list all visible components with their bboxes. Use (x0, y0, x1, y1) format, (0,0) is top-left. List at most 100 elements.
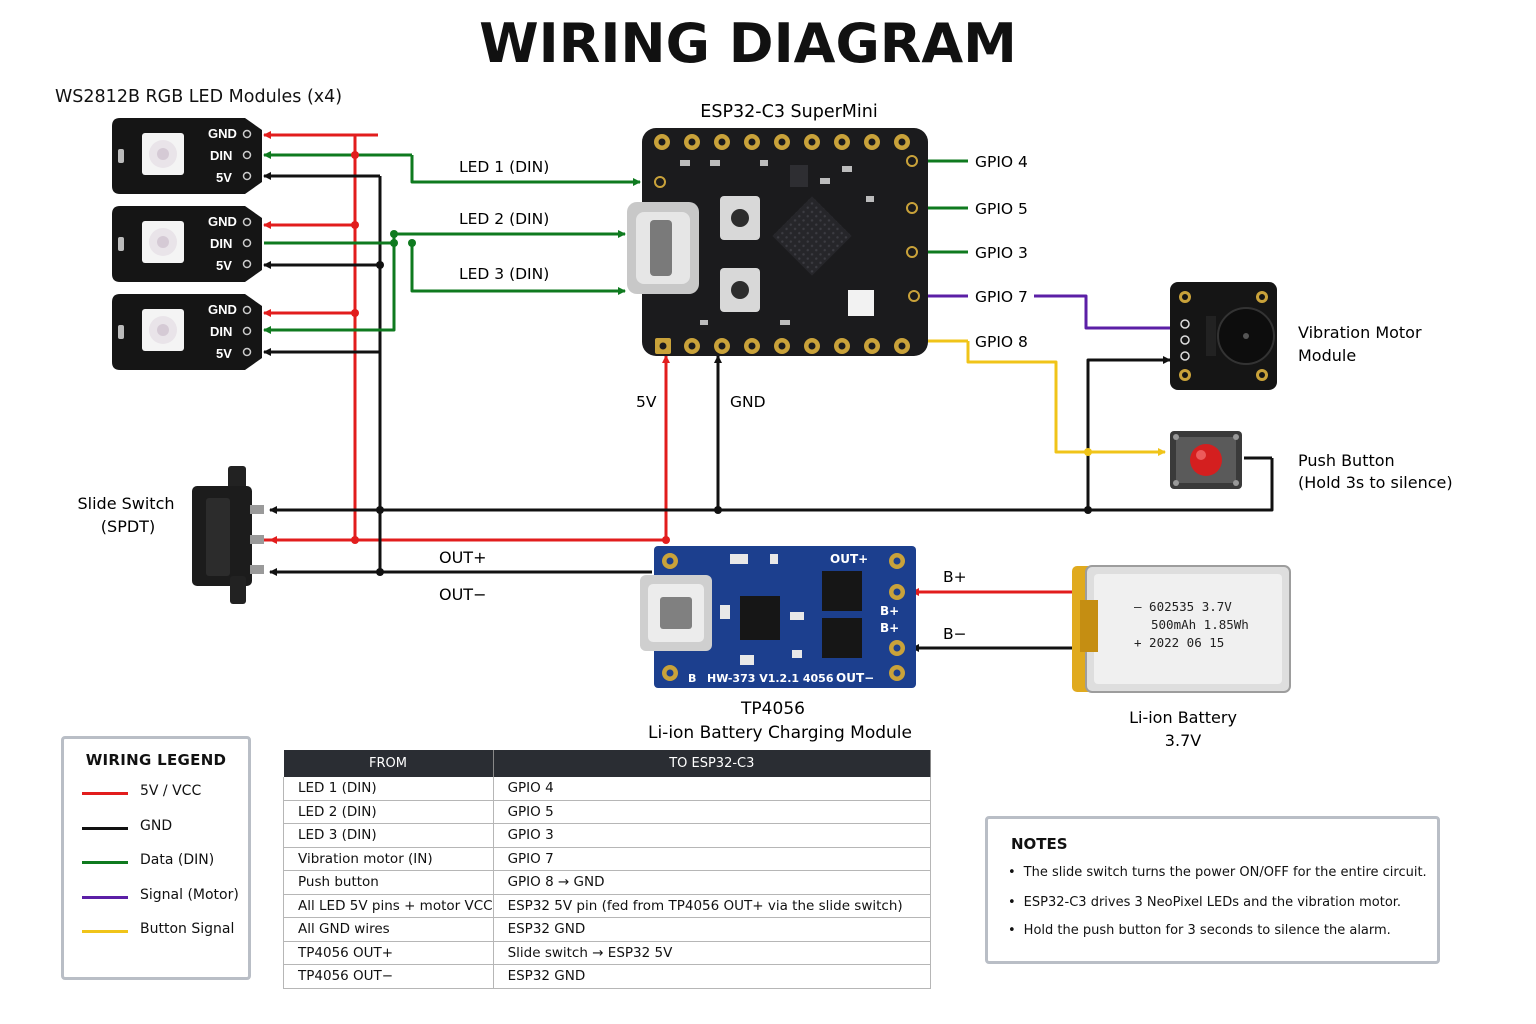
table-cell-to: ESP32 GND (492, 917, 932, 942)
led-pin-din: DIN (210, 324, 232, 339)
battery-print-1: – 602535 3.7V (1134, 599, 1232, 614)
gpio7-label: GPIO 7 (975, 288, 1028, 306)
table-cell-to: ESP32 5V pin (fed from TP4056 OUT+ via t… (492, 894, 932, 918)
led-module-1: GND DIN 5V (112, 118, 262, 194)
table-cell-from: Vibration motor (IN) (283, 847, 494, 871)
junction-dot (376, 568, 384, 576)
esp32-gnd-label: GND (730, 393, 766, 411)
page-title: WIRING DIAGRAM (479, 12, 1017, 75)
tp4056-silk-out-plus: OUT+ (830, 552, 868, 566)
table-cell-from: All LED 5V pins + motor VCC (283, 894, 494, 918)
tp4056-silk-model: HW-373 V1.2.1 4056 (707, 672, 834, 685)
gpio5-label: GPIO 5 (975, 200, 1028, 218)
tp4056-label-1: TP4056 (740, 699, 805, 719)
tp4056-ic (740, 596, 780, 640)
junction-dot (376, 506, 384, 514)
table-cell-from: LED 3 (DIN) (283, 823, 494, 848)
esp32-board (627, 128, 928, 356)
table-cell-to: GPIO 3 (492, 823, 932, 848)
led-pin-5v: 5V (216, 258, 232, 273)
led-group-label: WS2812B RGB LED Modules (x4) (55, 87, 342, 107)
table-row: TP4056 OUT−ESP32 GND (283, 964, 932, 989)
legend-title: WIRING LEGEND (85, 751, 227, 769)
legend-label: Data (DIN) (140, 852, 215, 868)
junction-dot (1084, 448, 1092, 456)
junction-dot (662, 536, 670, 544)
table-row: LED 1 (DIN)GPIO 4 (283, 777, 932, 801)
tp4056-silk-b-plus-2: B+ (880, 621, 899, 635)
junction-dot (1084, 506, 1092, 514)
led-pin-din: DIN (210, 236, 232, 251)
table-cell-to: Slide switch → ESP32 5V (492, 941, 932, 965)
push-button-cap (1190, 444, 1222, 476)
wire-led1-din (410, 155, 641, 186)
esp32-led (848, 290, 874, 316)
legend-swatch (82, 896, 128, 899)
wire-led3-din (410, 243, 626, 295)
tp4056-ic-3 (822, 618, 862, 658)
legend-label: Signal (Motor) (140, 887, 239, 903)
legend-swatch (82, 827, 128, 830)
junctions (351, 151, 1092, 576)
switch-label-2: (SPDT) (101, 517, 155, 536)
wiring-legend: WIRING LEGEND 5V / VCC GND Data (DIN) Signa… (61, 736, 251, 980)
battery-print-2: 500mAh 1.85Wh (1151, 617, 1249, 632)
note-item: The slide switch turns the power ON/OFF … (1008, 865, 1427, 880)
table-row: LED 2 (DIN)GPIO 5 (283, 800, 932, 824)
junction-dot (408, 239, 416, 247)
vibration-label-1: Vibration Motor (1298, 323, 1422, 342)
table-header-from: FROM (283, 750, 494, 777)
junction-dot (351, 309, 359, 317)
wire-5v-trunk (247, 133, 378, 542)
legend-label: Button Signal (140, 921, 235, 937)
wire-label-led1: LED 1 (DIN) (459, 158, 549, 176)
tp4056-silk-b-corner: B (688, 672, 696, 685)
table-cell-from: TP4056 OUT− (283, 964, 494, 989)
legend-label: 5V / VCC (140, 783, 202, 799)
wire-gnd-motor (1086, 356, 1171, 510)
table-row: TP4056 OUT+Slide switch → ESP32 5V (283, 941, 932, 965)
table-cell-from: TP4056 OUT+ (283, 941, 494, 965)
table-row: Vibration motor (IN)GPIO 7 (283, 847, 932, 871)
vibration-label-2: Module (1298, 346, 1356, 365)
button-label-2: (Hold 3s to silence) (1298, 473, 1453, 492)
battery-label-2: 3.7V (1165, 731, 1201, 750)
button-label-1: Push Button (1298, 451, 1395, 470)
gpio3-label: GPIO 3 (975, 244, 1028, 262)
led-pin-gnd: GND (208, 302, 237, 317)
junction-dot (390, 239, 398, 247)
tp4056-board: OUT+ OUT− B+ B+ HW-373 V1.2.1 4056 B (640, 546, 916, 688)
table-cell-from: Push button (283, 870, 494, 895)
legend-swatch (82, 861, 128, 864)
wire-gpio8-button (966, 341, 1166, 456)
table-cell-to: GPIO 7 (492, 847, 932, 871)
li-ion-battery: – 602535 3.7V 500mAh 1.85Wh + 2022 06 15 (1072, 565, 1291, 693)
led-pin-gnd: GND (208, 126, 237, 141)
tp4056-ic-2 (822, 571, 862, 611)
switch-label-1: Slide Switch (77, 494, 174, 513)
legend-label: GND (140, 818, 173, 834)
wire-5v-esp (355, 355, 670, 542)
wire-gnd-bus (269, 458, 1274, 514)
wire-led-din-bus (263, 234, 396, 334)
table-header-to: TO ESP32-C3 (493, 750, 932, 777)
gpio4-label: GPIO 4 (975, 153, 1028, 171)
table-cell-from: All GND wires (283, 917, 494, 942)
b-minus-label: B− (943, 625, 967, 643)
junction-dot (351, 151, 359, 159)
notes-title: NOTES (1011, 835, 1068, 853)
led-module-3: GND DIN 5V (112, 294, 262, 370)
wire-gpio7-motor (1034, 294, 1181, 332)
table-cell-to: GPIO 5 (492, 800, 932, 824)
led-pin-din: DIN (210, 148, 232, 163)
table-row: LED 3 (DIN)GPIO 3 (283, 823, 932, 848)
tp4056-label-2: Li-ion Battery Charging Module (648, 723, 912, 743)
led-pin-5v: 5V (216, 346, 232, 361)
tp4056-silk-b-plus: B+ (880, 604, 899, 618)
junction-dot (376, 261, 384, 269)
wire-label-led2: LED 2 (DIN) (459, 210, 549, 228)
